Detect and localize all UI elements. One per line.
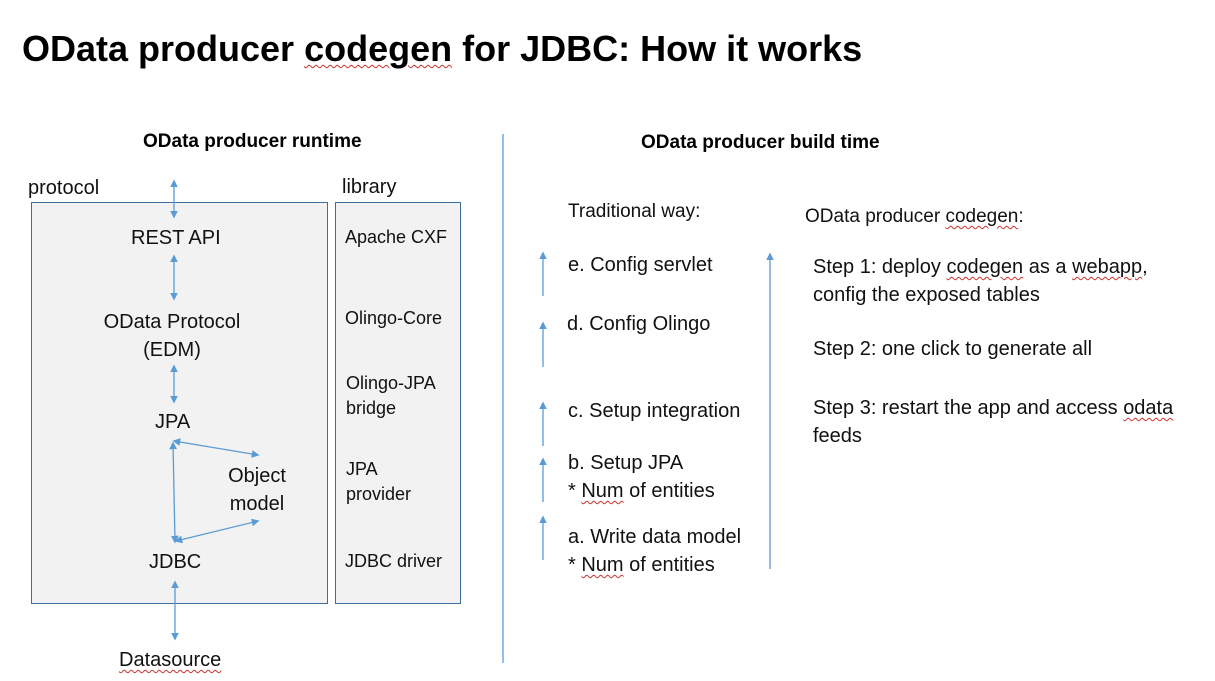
jpa-object-arrow [172, 438, 260, 458]
object-jdbc-arrow [174, 518, 260, 544]
lib-jpa-provider: JPA provider [346, 459, 412, 504]
lib-apache-cxf: Apache CXF [345, 227, 448, 247]
title-codegen-word: codegen [304, 28, 453, 69]
library-label: library [342, 176, 397, 198]
lib-jdbc-driver: JDBC driver [345, 551, 443, 571]
object-model-label: Object model [228, 465, 286, 515]
codegen-step-3: Step 3: restart the app and access odata… [813, 397, 1174, 447]
odata-protocol-label: OData Protocol (EDM) [103, 311, 241, 361]
step-c: c. Setup integration [568, 400, 741, 422]
step-a: a. Write data model * Num of entities [568, 526, 742, 576]
jpa-label: JPA [155, 411, 191, 433]
lib-olingo-core: Olingo-Core [345, 308, 443, 328]
traditional-heading: Traditional way: [568, 201, 701, 222]
protocol-label: protocol [28, 177, 100, 199]
buildtime-header: OData producer build time [641, 132, 880, 153]
library-box [335, 202, 461, 604]
lib-olingo-jpa-bridge: Olingo-JPA bridge [346, 373, 436, 418]
datasource-label: Datasource [119, 649, 222, 671]
jpa-jdbc-arrow [169, 441, 179, 544]
step-b: b. Setup JPA * Num of entities [568, 452, 715, 502]
step-e: e. Config servlet [568, 254, 713, 276]
rest-api-label: REST API [131, 227, 221, 249]
jdbc-label: JDBC [149, 551, 202, 573]
runtime-header: OData producer runtime [143, 131, 362, 152]
codegen-step-1: Step 1: deploy codegen as a webapp, conf… [813, 256, 1148, 306]
page-title: OData producer codegen for JDBC: How it … [22, 28, 863, 69]
codegen-step-2: Step 2: one click to generate all [813, 338, 1093, 360]
codegen-heading: OData producer codegen: [805, 206, 1024, 227]
step-d: d. Config Olingo [567, 313, 711, 335]
